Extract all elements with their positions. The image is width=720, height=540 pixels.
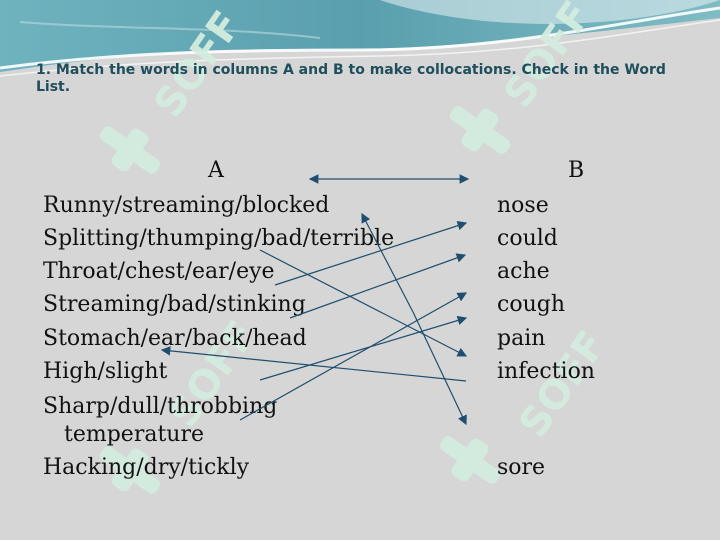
column-b-item: pain <box>497 326 546 351</box>
arrow-line <box>259 249 468 357</box>
column-a-item: Hacking/dry/tickly <box>43 455 250 480</box>
column-a-item: temperature <box>64 422 205 447</box>
column-a-item: Stomach/ear/back/head <box>43 326 307 351</box>
arrow-line <box>289 253 467 319</box>
arrow-line <box>274 221 468 286</box>
arrow-line <box>239 292 468 421</box>
column-b-item: sore <box>497 455 546 480</box>
column-a-item: Throat/chest/ear/eye <box>43 259 275 284</box>
exercise-instruction: 1. Match the words in columns A and B to… <box>36 62 666 95</box>
column-b-item: nose <box>497 193 549 218</box>
arrow-line <box>259 315 468 381</box>
column-a-item: Splitting/thumping/bad/terrible <box>43 226 395 251</box>
column-b-heading: B <box>568 158 585 183</box>
column-a-heading: A <box>208 158 224 183</box>
header-wave-decoration <box>0 0 720 77</box>
column-b-item: could <box>497 226 558 251</box>
column-b-item: ache <box>497 259 550 284</box>
column-b-item: cough <box>497 292 565 317</box>
arrow-line <box>160 346 467 382</box>
column-a-item: Runny/streaming/blocked <box>43 193 330 218</box>
arrow-line <box>361 212 414 313</box>
column-a-item: Sharp/dull/throbbing <box>43 394 278 419</box>
column-b-item: infection <box>497 359 595 384</box>
column-a-item: High/slight <box>43 359 168 384</box>
arrow-line <box>412 311 467 426</box>
column-a-item: Streaming/bad/stinking <box>43 292 306 317</box>
